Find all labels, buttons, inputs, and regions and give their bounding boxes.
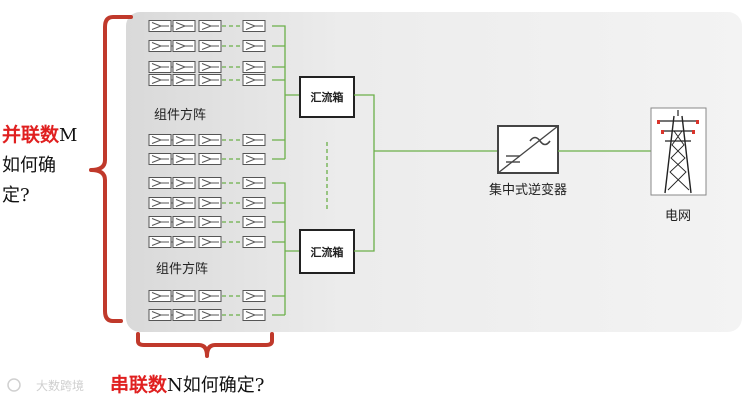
diagram-panel	[126, 12, 742, 332]
pv-module-symbol	[151, 42, 169, 50]
pv-module-symbol	[151, 136, 169, 144]
combiner-box-bottom	[299, 229, 355, 274]
pv-module-symbol	[201, 22, 219, 30]
combiner-label-top: 汇流箱	[311, 90, 344, 104]
pv-module-symbol	[245, 76, 263, 84]
parallel-question-line1: 并联数M	[2, 123, 77, 146]
pv-module-symbol	[175, 292, 193, 300]
series-red-text: 串联数	[110, 373, 168, 396]
series-rest-text: N如何确定?	[167, 375, 264, 396]
pv-module-symbol	[175, 311, 193, 319]
pv-module-symbol	[201, 311, 219, 319]
series-count-brace	[136, 332, 274, 358]
pv-module-symbol	[175, 199, 193, 207]
series-question: 串联数N如何确定?	[110, 373, 264, 396]
pv-module-symbol	[175, 22, 193, 30]
pv-module-symbol	[175, 179, 193, 187]
parallel-red-text: 并联数	[2, 123, 60, 146]
parallel-m-text: M	[59, 125, 77, 146]
pv-module-symbol	[151, 292, 169, 300]
parallel-count-brace	[89, 15, 133, 323]
pv-module-symbol	[245, 22, 263, 30]
pv-module-symbol	[151, 76, 169, 84]
pv-module-symbol	[151, 155, 169, 163]
watermark-text: 大数跨境	[36, 378, 84, 393]
pv-module-symbol	[201, 218, 219, 226]
pv-module-symbol	[151, 179, 169, 187]
pv-module-symbol	[175, 218, 193, 226]
pv-module-symbol	[245, 42, 263, 50]
pv-module-symbol	[245, 311, 263, 319]
pv-module-symbol	[245, 218, 263, 226]
pv-module-symbol	[245, 179, 263, 187]
pv-module-symbol	[201, 292, 219, 300]
inverter-icon	[497, 125, 559, 174]
pv-module-symbol	[245, 238, 263, 246]
pv-module-symbol	[245, 155, 263, 163]
combiner-box-top	[299, 76, 355, 118]
pv-module-symbol	[175, 155, 193, 163]
pv-module-symbol	[201, 136, 219, 144]
pv-module-symbol	[201, 76, 219, 84]
pv-module-symbol	[201, 63, 219, 71]
pv-module-symbol	[151, 238, 169, 246]
pv-module-symbol	[201, 179, 219, 187]
pv-module-symbol	[245, 136, 263, 144]
pv-module-symbol	[245, 63, 263, 71]
grid-label: 电网	[665, 209, 691, 224]
pv-module-symbol	[151, 218, 169, 226]
combiner-bus-wire	[354, 94, 498, 252]
pv-module-symbol	[175, 238, 193, 246]
inverter-label: 集中式逆变器	[489, 182, 567, 198]
parallel-question-line2: 如何确	[2, 155, 56, 176]
pv-module-symbol	[201, 155, 219, 163]
pv-module-symbol	[201, 42, 219, 50]
pv-module-symbol	[201, 199, 219, 207]
pv-module-symbol	[151, 311, 169, 319]
pv-module-symbol	[151, 22, 169, 30]
pv-module-symbol	[151, 199, 169, 207]
pv-module-symbol	[175, 63, 193, 71]
pv-module-symbol	[175, 76, 193, 84]
parallel-question-line3: 定?	[2, 185, 30, 206]
pv-module-symbol	[175, 136, 193, 144]
string-wires	[272, 25, 300, 316]
array-label-top: 组件方阵	[154, 107, 206, 123]
power-tower-icon	[650, 107, 707, 196]
array-label-bottom: 组件方阵	[156, 261, 208, 277]
pv-module-symbol	[245, 199, 263, 207]
pv-module-arrays	[148, 20, 266, 321]
watermark-logo-icon	[7, 378, 21, 392]
pv-module-symbol	[151, 63, 169, 71]
pv-module-symbol	[245, 292, 263, 300]
pv-module-symbol	[201, 238, 219, 246]
combiner-label-bottom: 汇流箱	[311, 245, 344, 259]
pv-module-symbol	[175, 42, 193, 50]
